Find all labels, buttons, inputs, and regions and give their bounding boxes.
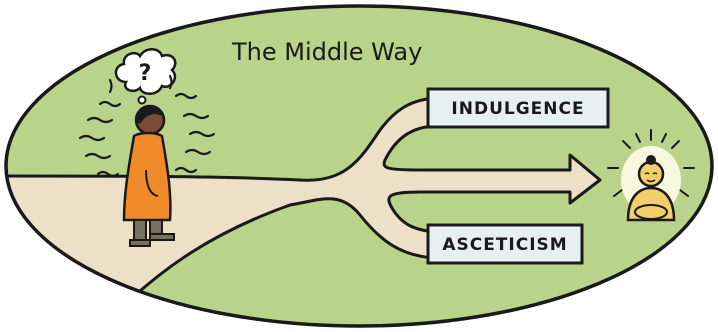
asceticism-label: ASCETICISM (442, 235, 567, 255)
question-mark: ? (139, 61, 152, 86)
asceticism-sign: ASCETICISM (428, 225, 582, 263)
diagram-title: The Middle Way (231, 38, 422, 66)
indulgence-label: INDULGENCE (451, 99, 584, 119)
indulgence-sign: INDULGENCE (428, 89, 608, 127)
